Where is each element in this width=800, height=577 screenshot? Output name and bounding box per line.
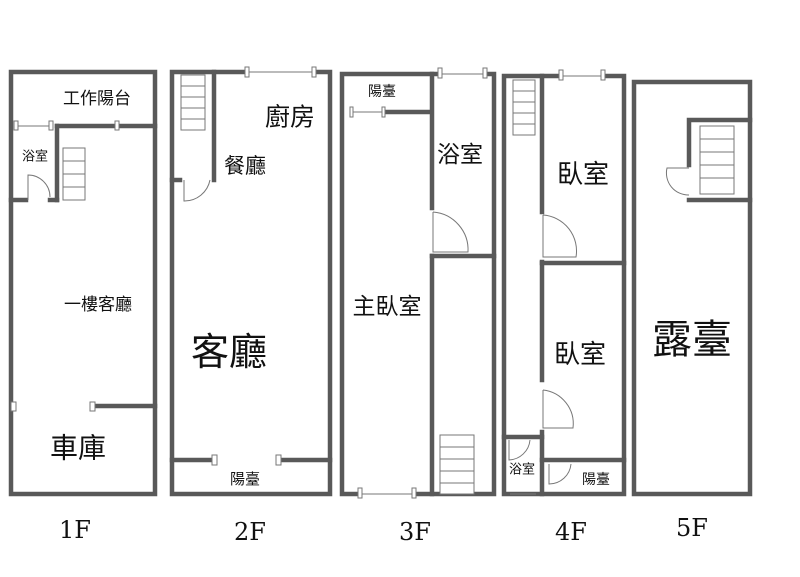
floor-4f-outline (501, 73, 627, 497)
room-label: 車庫 (50, 432, 106, 465)
room-label: 廚房 (265, 103, 315, 132)
room-label: 露臺 (652, 317, 732, 363)
floor-4f-plan: 臥室 臥室 浴室 陽臺 4F (501, 69, 627, 546)
floor-label-5f: 5F (676, 514, 708, 542)
floor-label-2f: 2F (234, 518, 266, 546)
door-icon (432, 211, 469, 253)
floor-label-4f: 4F (555, 518, 587, 546)
door-icon (542, 389, 574, 429)
room-label: 客廳 (191, 330, 267, 374)
room-label: 浴室 (22, 149, 48, 165)
stairs-icon (180, 74, 206, 131)
door-icon (508, 439, 531, 461)
floor-3f-outline (339, 71, 497, 497)
floor-label-3f: 3F (399, 518, 431, 546)
room-label: 主臥室 (353, 294, 422, 320)
floor-label-1f: 1F (59, 516, 91, 544)
room-label: 浴室 (509, 462, 535, 478)
stairs-icon (699, 125, 735, 195)
room-label: 浴室 (437, 142, 483, 168)
room-label: 陽臺 (582, 472, 610, 488)
room-label: 陽臺 (230, 470, 260, 488)
room-label: 一樓客廳 (64, 295, 132, 315)
floor-1f-plan: 工作陽台 浴室 一樓客廳 車庫 1F (8, 69, 158, 544)
floor-1f-outline (8, 69, 158, 497)
floor-5f-outline (631, 79, 753, 497)
floor-2f-outline (169, 69, 333, 497)
room-label: 工作陽台 (63, 89, 131, 109)
door-icon (27, 174, 51, 200)
floor-3f-plan: 陽臺 浴室 主臥室 3F (339, 67, 497, 546)
room-label: 陽臺 (368, 84, 396, 100)
stairs-icon (439, 434, 475, 495)
stairs-icon (512, 79, 536, 136)
door-icon (665, 167, 690, 196)
room-label: 餐廳 (224, 154, 266, 178)
stairs-icon (62, 147, 86, 201)
room-label: 臥室 (554, 340, 606, 370)
door-icon (542, 214, 577, 258)
room-label: 臥室 (557, 160, 609, 190)
floor-2f-plan: 廚房 餐廳 客廳 陽臺 2F (169, 66, 333, 546)
floor-5f-plan: 露臺 5F (631, 79, 753, 542)
door-icon (548, 463, 572, 485)
door-icon (183, 179, 211, 202)
